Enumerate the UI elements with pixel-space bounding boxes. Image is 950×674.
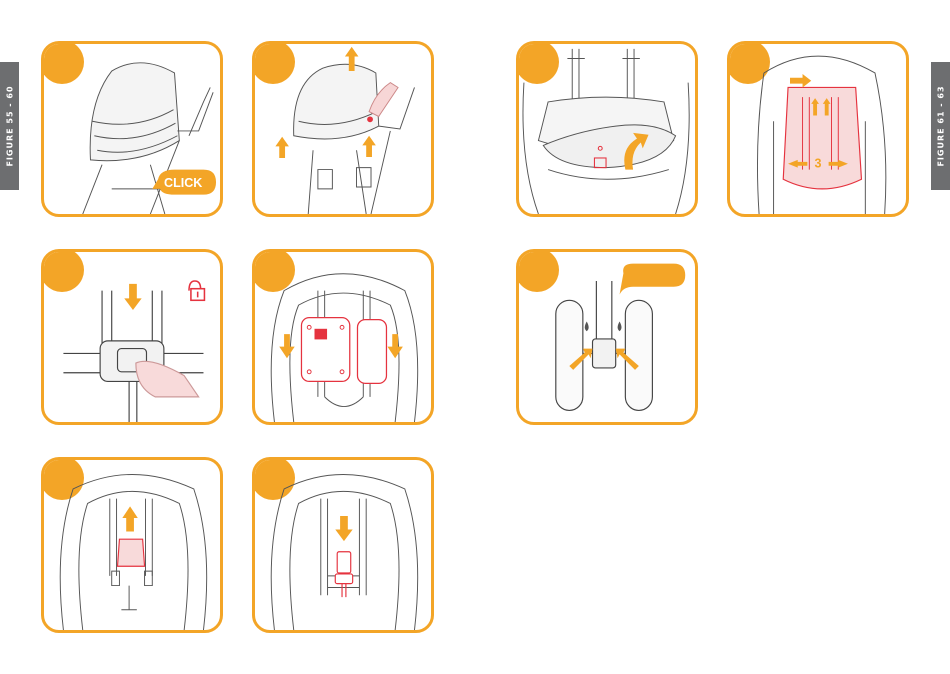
figure-63-panel xyxy=(516,249,698,425)
down-arrow-icon xyxy=(335,516,352,541)
crotch-pad-illustration xyxy=(44,460,220,630)
right-figure-label: FIGURE 61 - 63 xyxy=(936,85,945,166)
buckle-down-illustration xyxy=(255,460,431,630)
seat-liner-illustration: 3 xyxy=(730,44,906,214)
seat-pads-illustration xyxy=(255,252,431,422)
figure-60-panel xyxy=(252,457,434,633)
carrycot-lift-illustration xyxy=(255,44,431,214)
speech-callout xyxy=(620,264,686,295)
step-number-label: 3 xyxy=(815,157,822,171)
buckle-red xyxy=(335,552,352,597)
left-figure-tab: FIGURE 55 - 60 xyxy=(0,62,19,190)
figure-55-panel: CLICK xyxy=(41,41,223,217)
crotch-pad xyxy=(118,539,145,566)
figure-56-panel xyxy=(252,41,434,217)
figure-59-panel xyxy=(41,457,223,633)
left-figure-label: FIGURE 55 - 60 xyxy=(5,85,14,166)
click-text: CLICK xyxy=(164,176,202,190)
wheel-release-illustration xyxy=(519,252,695,422)
down-arrow-icon xyxy=(124,284,141,310)
up-arrow-icon xyxy=(122,506,137,531)
right-figure-tab: FIGURE 61 - 63 xyxy=(931,62,950,190)
oil-drop-icons xyxy=(585,322,622,332)
carrycot-attach-illustration: CLICK xyxy=(44,44,220,214)
click-callout: CLICK xyxy=(152,170,216,195)
liner-removal-illustration xyxy=(519,44,695,214)
figure-58-panel xyxy=(252,249,434,425)
seat-liner xyxy=(783,87,861,188)
unlock-icon xyxy=(189,281,204,300)
figure-61-panel xyxy=(516,41,698,217)
buckle-release-illustration xyxy=(44,252,220,422)
figure-57-panel xyxy=(41,249,223,425)
figure-62-panel: 3 xyxy=(727,41,909,217)
